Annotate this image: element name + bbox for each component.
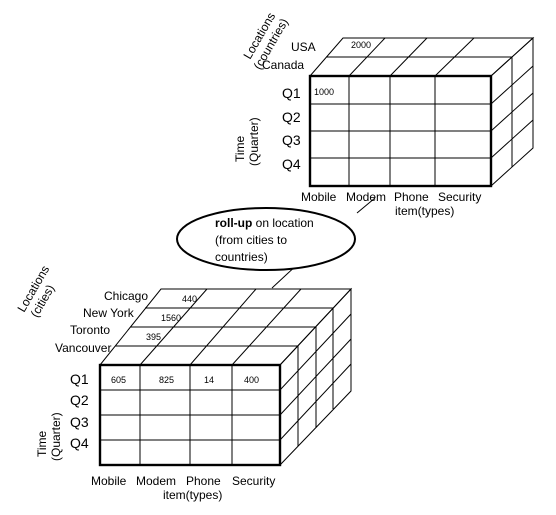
quarter-q3: Q3 (282, 132, 301, 148)
location-canada: Canada (262, 58, 304, 72)
quarter-q3: Q3 (70, 414, 89, 430)
location-chicago: Chicago (104, 289, 148, 303)
axis-label-time: Time (233, 135, 247, 162)
bottom-cube-front-face (98, 363, 282, 467)
quarter-q1: Q1 (70, 371, 89, 387)
items-axis-label: item(types) (163, 488, 222, 502)
top-cube-front-face (308, 74, 493, 188)
quarter-q2: Q2 (70, 392, 89, 408)
axis-label-quarter: (Quarter) (49, 412, 63, 461)
item-modem: Modem (346, 190, 386, 204)
cell-value-q1-phone: 14 (204, 375, 214, 385)
rollup-connector-upper (356, 197, 376, 214)
item-phone: Phone (186, 474, 221, 488)
quarter-q2: Q2 (282, 109, 301, 125)
items-axis-label: item(types) (395, 204, 454, 218)
item-security: Security (232, 474, 275, 488)
rollup-line-2: (from cities to (215, 233, 287, 247)
rollup-ellipse (176, 207, 356, 271)
location-usa: USA (291, 40, 316, 54)
location-new-york: New York (83, 306, 135, 320)
item-phone: Phone (394, 190, 429, 204)
rollup-line-1: roll-up on location (215, 216, 314, 230)
quarter-q4: Q4 (70, 435, 89, 451)
cell-value-q1-mobile: 605 (111, 375, 126, 385)
bottom-cube-time-axis-label: Time (Quarter) (35, 412, 63, 461)
cell-value-chicago: 440 (182, 294, 197, 304)
cell-value-q1-mobile: 1000 (314, 87, 334, 97)
cell-value-toronto: 395 (146, 332, 161, 342)
location-toronto: Toronto (70, 323, 110, 337)
axis-label-time: Time (35, 430, 49, 457)
cell-value-q1-modem: 825 (159, 375, 174, 385)
item-mobile: Mobile (91, 474, 127, 488)
location-vancouver: Vancouver (55, 341, 111, 355)
axis-label-quarter: (Quarter) (247, 117, 261, 166)
bottom-cube-right-face (279, 287, 352, 466)
item-mobile: Mobile (301, 190, 337, 204)
cell-value-usa: 2000 (351, 40, 371, 50)
quarter-q1: Q1 (282, 85, 301, 101)
top-cube: Locations (countries) USA Canada Time (Q… (233, 10, 535, 218)
top-cube-right-face (490, 36, 534, 187)
cell-value-q1-security: 400 (244, 375, 259, 385)
cell-value-new-york: 1560 (161, 313, 181, 323)
rollup-operation-callout: roll-up on location (from cities to coun… (176, 207, 356, 271)
quarter-q4: Q4 (282, 156, 301, 172)
top-cube-time-axis-label: Time (Quarter) (233, 117, 261, 166)
top-cube-top-face (309, 37, 535, 77)
item-security: Security (438, 190, 481, 204)
bottom-cube: Locations (cities) Chicago New York Toro… (14, 263, 353, 502)
bottom-cube-location-axis-label: Locations (cities) (14, 263, 57, 320)
item-modem: Modem (136, 474, 176, 488)
rollup-line-3: countries) (215, 250, 268, 264)
